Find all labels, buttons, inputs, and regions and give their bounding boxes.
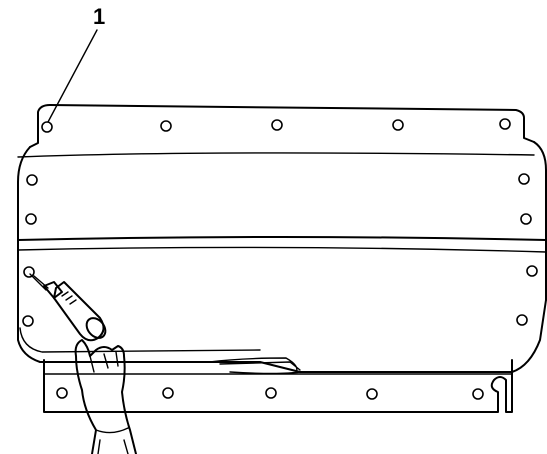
hole (23, 266, 35, 278)
drill-icon (29, 273, 107, 342)
lower-flange (43, 359, 513, 413)
hole (22, 315, 34, 327)
callout-leader-line (47, 29, 98, 123)
hole (162, 387, 174, 399)
hole (41, 121, 53, 133)
hole (392, 119, 404, 131)
hand-illustration (74, 339, 137, 454)
mounting-holes (22, 118, 538, 400)
hole (516, 314, 528, 326)
hole (160, 120, 172, 132)
hole (499, 118, 511, 130)
hole (271, 119, 283, 131)
panel-body (17, 141, 547, 375)
hole (472, 388, 484, 400)
hole (526, 265, 538, 277)
hole (518, 173, 530, 185)
callout-label-1: 1 (93, 4, 105, 29)
hole (26, 174, 38, 186)
hole (25, 213, 37, 225)
hole (520, 213, 532, 225)
hole (366, 388, 378, 400)
upper-flange (29, 104, 535, 148)
hole (56, 387, 68, 399)
hole (265, 387, 277, 399)
